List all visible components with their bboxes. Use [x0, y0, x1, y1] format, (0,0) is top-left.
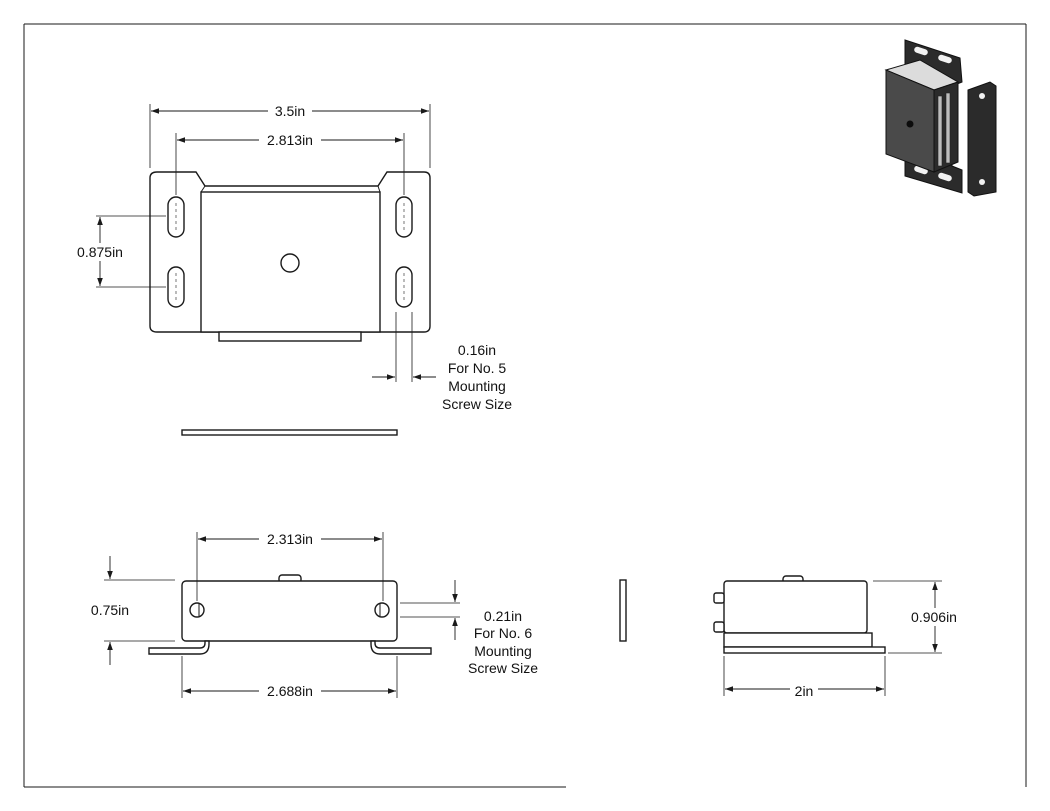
render-magnet-strip-2 — [945, 92, 951, 164]
front-screw-note-line-3: Screw Size — [468, 660, 538, 676]
side-view: 0.906in 2in — [713, 575, 964, 699]
render-slot-1 — [914, 46, 928, 56]
front-screw-note-line-1: For No. 6 — [474, 625, 533, 641]
strike-plate-edge-view — [181, 429, 398, 436]
isometric-render — [884, 39, 997, 197]
dim-top-slot-spacing: 2.813in — [267, 132, 313, 148]
front-bracket-right — [370, 640, 432, 655]
top-view: 3.5in 2.813in 0.875in 0.16in For No. 5 M… — [72, 102, 512, 436]
dim-front-height: 0.75in — [91, 602, 129, 618]
side-pin-top — [713, 592, 725, 604]
dim-front-screw-width: 0.21in — [484, 608, 522, 624]
center-hole — [280, 253, 300, 273]
front-view: 2.313in 0.75in 0.21in For No. 6 Mounting… — [91, 530, 538, 700]
render-strike-hole-top — [979, 93, 985, 99]
side-housing — [723, 580, 868, 634]
render-slot-3 — [914, 165, 928, 175]
render-magnet-strip-1 — [937, 95, 943, 167]
render-strike-plate — [967, 81, 997, 197]
top-screw-note-line-3: Screw Size — [442, 396, 512, 412]
render-slot-2 — [938, 54, 952, 64]
top-screw-note-line-2: Mounting — [448, 378, 506, 394]
dim-side-width: 2in — [795, 683, 814, 699]
front-bracket-left — [148, 640, 210, 655]
top-screw-note-line-1: For No. 5 — [448, 360, 507, 376]
dim-top-slot-vertical: 0.875in — [77, 244, 123, 260]
dim-side-height: 0.906in — [911, 609, 957, 625]
front-screw-note-line-2: Mounting — [474, 643, 532, 659]
drawing-border — [23, 23, 1027, 788]
front-screw-hole-left — [189, 602, 205, 618]
front-screw-hole-right — [374, 602, 390, 618]
render-slot-4 — [938, 172, 952, 182]
side-pin-bottom — [713, 621, 725, 633]
dim-front-hole-spacing: 2.313in — [267, 531, 313, 547]
render-strike-hole-bottom — [979, 179, 985, 185]
strike-plate-side-edge — [619, 579, 627, 642]
render-center-hole — [906, 120, 914, 128]
dim-top-screw-width: 0.16in — [458, 342, 496, 358]
dim-top-overall-width: 3.5in — [275, 103, 305, 119]
side-lower-step — [723, 632, 873, 648]
side-base-plate — [723, 646, 886, 654]
front-housing — [181, 580, 398, 642]
dim-front-base-width: 2.688in — [267, 683, 313, 699]
housing-base-flange — [218, 331, 362, 342]
